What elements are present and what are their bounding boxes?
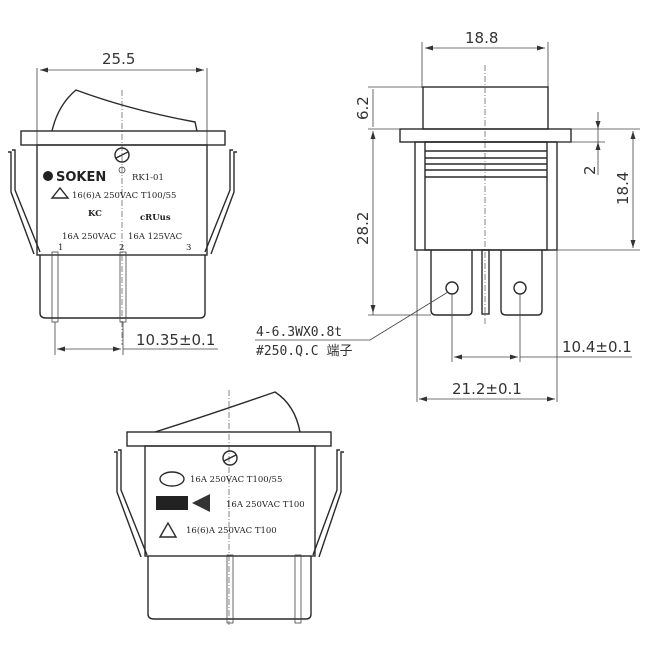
- kc-rating: 16A 250VAC: [62, 232, 116, 242]
- ccc-mark-icon: [159, 471, 185, 487]
- overall-width-dimension: 21.2±0.1: [452, 380, 522, 398]
- kc-mark-icon: KC: [88, 209, 102, 219]
- back-view: 16A 250VAC T100/55 16A 250VAC T100 16(6)…: [114, 390, 344, 625]
- model-label: RK1-01: [132, 173, 164, 183]
- body-height-dimension: 18.4: [614, 172, 632, 205]
- brand-label: SOKEN: [56, 170, 106, 185]
- triangle-rating: 16(6)A 250VAC T100: [186, 525, 277, 536]
- front-view: 25.5 SOKEN RK1-01 16(6)A 250VAC T100/55 …: [8, 50, 237, 355]
- width-dimension: 25.5: [102, 50, 135, 68]
- ul-rating: 16A 125VAC: [128, 232, 182, 242]
- terminal-note-line1: 4-6.3WX0.8t: [256, 325, 342, 340]
- pin-label-1: 1: [58, 243, 63, 253]
- terminal-note-line2: #250.Q.C 端子: [256, 344, 352, 359]
- cb-mark-icon: [192, 494, 210, 512]
- ccc-rating: 16A 250VAC T100/55: [190, 475, 282, 485]
- pin-spacing-dimension: 10.35±0.1: [136, 331, 215, 349]
- rocker-height-dimension: 6.2: [354, 96, 372, 120]
- flange-dimension: 2: [581, 165, 599, 175]
- ul-mark-icon: cRUus: [140, 213, 171, 223]
- terminal-spacing-dimension: 10.4±0.1: [562, 338, 632, 356]
- rating-line: 16(6)A 250VAC T100/55: [72, 190, 176, 201]
- pin-label-3: 3: [186, 243, 191, 253]
- side-view: 18.8 6.2 28.2 2: [255, 29, 640, 402]
- kema-rating: 16A 250VAC T100: [226, 500, 305, 510]
- total-height-dimension: 28.2: [354, 212, 372, 245]
- triangle-mark-icon: [158, 521, 178, 538]
- pin-label-2: 2: [119, 243, 124, 253]
- kema-mark-icon: [156, 496, 188, 510]
- top-width-dimension: 18.8: [465, 29, 498, 47]
- cert-triangle-icon: [50, 186, 70, 199]
